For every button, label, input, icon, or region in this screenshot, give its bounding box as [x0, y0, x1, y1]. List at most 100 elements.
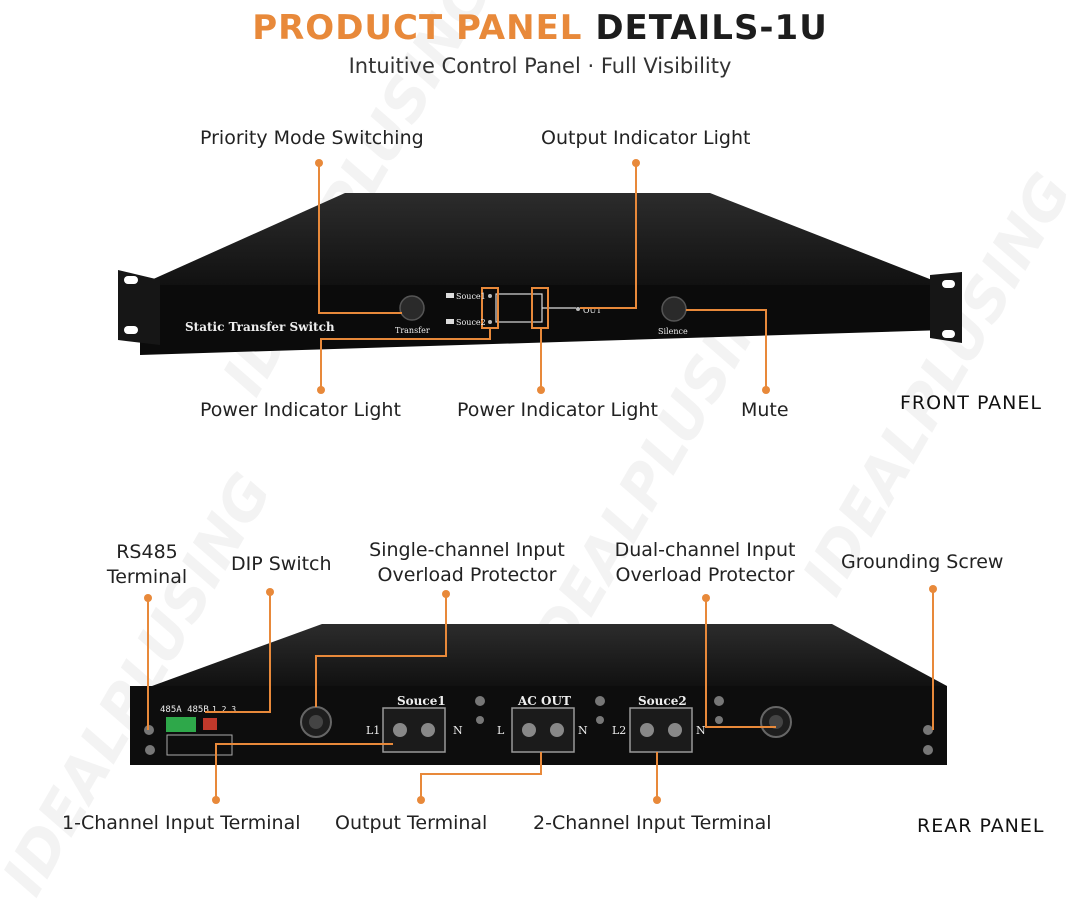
l2-text: L2 [612, 724, 626, 737]
label-priority-mode: Priority Mode Switching [200, 127, 424, 149]
ground-symbols [475, 696, 724, 724]
label-rs485-line2: Terminal [106, 566, 188, 588]
label-rs485: RS485 Terminal [98, 540, 196, 590]
transfer-text: Transfer [395, 326, 430, 335]
rear-callouts [147, 589, 934, 800]
label-output-indicator: Output Indicator Light [541, 127, 751, 149]
callout-dot [762, 386, 770, 394]
callout-dual-overload-line [705, 598, 776, 728]
label-power-indicator-2: Power Indicator Light [457, 399, 658, 421]
ground-screw [596, 716, 604, 724]
out-text: OUT [583, 306, 602, 315]
callout-output-terminal-line [420, 752, 542, 800]
rear-panel-label: REAR PANEL [917, 815, 1045, 837]
terminal-screws [393, 723, 682, 737]
label-ch2-input: 2-Channel Input Terminal [533, 812, 772, 834]
ch1-input-terminal [382, 707, 446, 753]
souce1-rear-text: Souce1 [397, 694, 446, 708]
source2-icon [446, 319, 454, 324]
terminal-screw [421, 723, 435, 737]
label-mute: Mute [741, 399, 789, 421]
front-callouts [318, 163, 767, 390]
l-text: L [497, 724, 505, 737]
callout-power1-line [320, 328, 491, 390]
screw [923, 745, 933, 755]
terminal-screw [640, 723, 654, 737]
callout-output-line [580, 163, 637, 309]
souce2-rear-text: Souce2 [638, 694, 687, 708]
label-dual-overload-line1: Dual-channel Input [614, 539, 796, 561]
rack-hole [942, 280, 955, 288]
label-dual-overload: Dual-channel Input Overload Protector [600, 538, 810, 588]
callout-ch1-line [215, 743, 393, 800]
callout-dot [632, 159, 640, 167]
callout-dot [315, 159, 323, 167]
screw [145, 745, 155, 755]
grounding-screw [923, 725, 933, 735]
l1-text: L1 [366, 724, 380, 737]
callout-dot [417, 796, 425, 804]
callout-single-overload-line [315, 594, 447, 707]
front-callout-dots [315, 159, 770, 394]
title-dark: DETAILS-1U [595, 8, 828, 48]
label-grounding-screw: Grounding Screw [841, 551, 1004, 573]
ground-symbol [595, 696, 605, 706]
rear-callout-dots [144, 585, 937, 804]
rack-ear-right [930, 272, 962, 343]
silence-text: Silence [658, 327, 688, 336]
label-power-indicator-1: Power Indicator Light [200, 399, 401, 421]
n-out-text: N [578, 724, 588, 737]
led-source1 [488, 294, 492, 298]
rack-hole [942, 330, 955, 338]
callout-dot [537, 386, 545, 394]
dip-switch-block [203, 718, 217, 730]
label-output-terminal: Output Terminal [335, 812, 488, 834]
n2-text: N [696, 724, 706, 737]
source2-text: Souce2 [456, 318, 486, 327]
label-single-overload-line2: Overload Protector [377, 564, 557, 586]
terminal-screw [550, 723, 564, 737]
label-dip-switch: DIP Switch [231, 553, 332, 575]
transfer-button [399, 295, 425, 321]
page-title: PRODUCT PANEL DETAILS-1U [0, 8, 1080, 48]
ground-symbol [475, 696, 485, 706]
callout-mute-line [686, 309, 767, 390]
callout-dot [317, 386, 325, 394]
single-overload-knob [309, 715, 323, 729]
terminal-screw [668, 723, 682, 737]
callout-dot [702, 594, 710, 602]
front-device-top [140, 193, 945, 285]
rack-hole [124, 326, 138, 334]
n1-text: N [453, 724, 463, 737]
callout-dot [442, 590, 450, 598]
front-panel-label: FRONT PANEL [900, 392, 1042, 414]
led-output [576, 307, 580, 311]
output-terminal [511, 707, 575, 753]
silence-button [661, 296, 687, 322]
rack-hole [124, 276, 138, 284]
callout-dot [653, 796, 661, 804]
terminal-screw [393, 723, 407, 737]
label-dual-overload-line2: Overload Protector [615, 564, 795, 586]
ac-out-text: AC OUT [517, 694, 571, 708]
ground-screw [476, 716, 484, 724]
ground-symbol [714, 696, 724, 706]
label-ch1-input: 1-Channel Input Terminal [62, 812, 301, 834]
callout-dip-line [205, 592, 271, 713]
callout-dot [144, 594, 152, 602]
title-accent: PRODUCT PANEL [252, 8, 583, 48]
device-illustration: Static Transfer Switch Transfer Silence … [118, 159, 962, 804]
callout-dot [212, 796, 220, 804]
callout-dot [929, 585, 937, 593]
rear-device: 485A 485B 1 2 3 Souce1 AC OUT Souce [130, 624, 947, 765]
terminal-screw [522, 723, 536, 737]
callout-dot [266, 588, 274, 596]
label-rs485-line1: RS485 [116, 541, 178, 563]
ground-screw [715, 716, 723, 724]
callout-priority-line [318, 163, 402, 314]
label-single-overload: Single-channel Input Overload Protector [357, 538, 577, 588]
dual-overload-knob [769, 715, 783, 729]
front-device: Static Transfer Switch Transfer Silence … [118, 193, 962, 355]
source1-text: Souce1 [456, 292, 486, 301]
rs485-text: 485A 485B [160, 705, 209, 715]
